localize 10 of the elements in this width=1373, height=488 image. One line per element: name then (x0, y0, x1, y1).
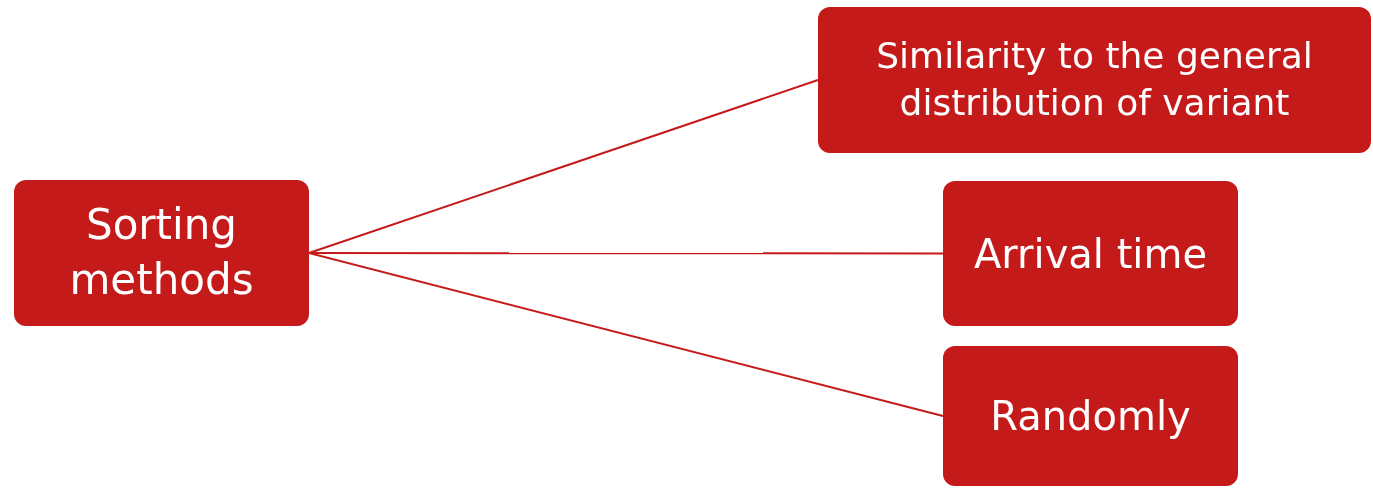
box-label: Similarity to the general distribution of variant (875, 34, 1314, 125)
box-label: Arrival time (973, 229, 1207, 279)
box-label: Randomly (990, 392, 1191, 441)
process-box (14, 180, 309, 326)
box-label: Sorting methods (68, 199, 255, 306)
process-box (943, 346, 1238, 486)
process-box (943, 181, 1238, 326)
connector-line (308, 252, 944, 417)
connector-line (308, 79, 819, 254)
process-box (818, 7, 1371, 153)
